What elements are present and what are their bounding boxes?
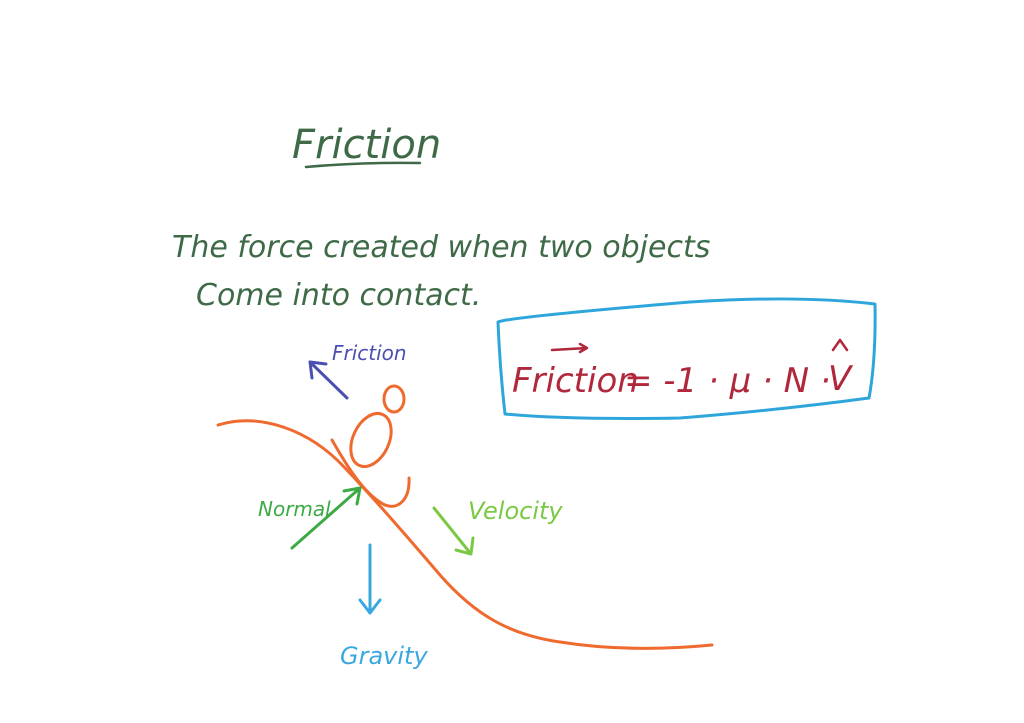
formula-box — [496, 297, 877, 420]
definition-line-1: The force created when two objects — [172, 230, 710, 265]
friction-arrow-icon — [308, 360, 349, 400]
object-head — [382, 384, 406, 414]
formula-v-hat: V — [828, 359, 854, 399]
formula-friction: Friction — [512, 361, 639, 401]
slope-curve — [216, 419, 714, 650]
gravity-arrow: Gravity — [340, 543, 428, 670]
sliding-object — [330, 384, 411, 508]
velocity-arrow: Velocity — [432, 497, 563, 556]
gravity-arrow-icon — [358, 543, 382, 615]
page-title: Friction — [292, 122, 441, 168]
formula-terms: = -1 · μ · N · — [624, 361, 831, 401]
normal-label: Normal — [258, 497, 331, 521]
definition-line-2: Come into contact. — [196, 278, 481, 313]
gravity-label: Gravity — [340, 642, 428, 670]
velocity-arrow-icon — [432, 506, 475, 556]
velocity-label: Velocity — [468, 497, 563, 525]
formula: Friction = -1 · μ · N · V — [512, 338, 854, 401]
normal-arrow: Normal — [258, 486, 362, 550]
friction-label: Friction — [332, 341, 407, 365]
object-body — [349, 412, 393, 468]
object-sled — [330, 438, 411, 508]
vector-arrow-over-friction — [550, 342, 589, 354]
friction-arrow: Friction — [308, 341, 407, 400]
hat-icon — [831, 338, 849, 352]
title-underline — [304, 161, 422, 169]
normal-arrow-icon — [290, 486, 362, 550]
